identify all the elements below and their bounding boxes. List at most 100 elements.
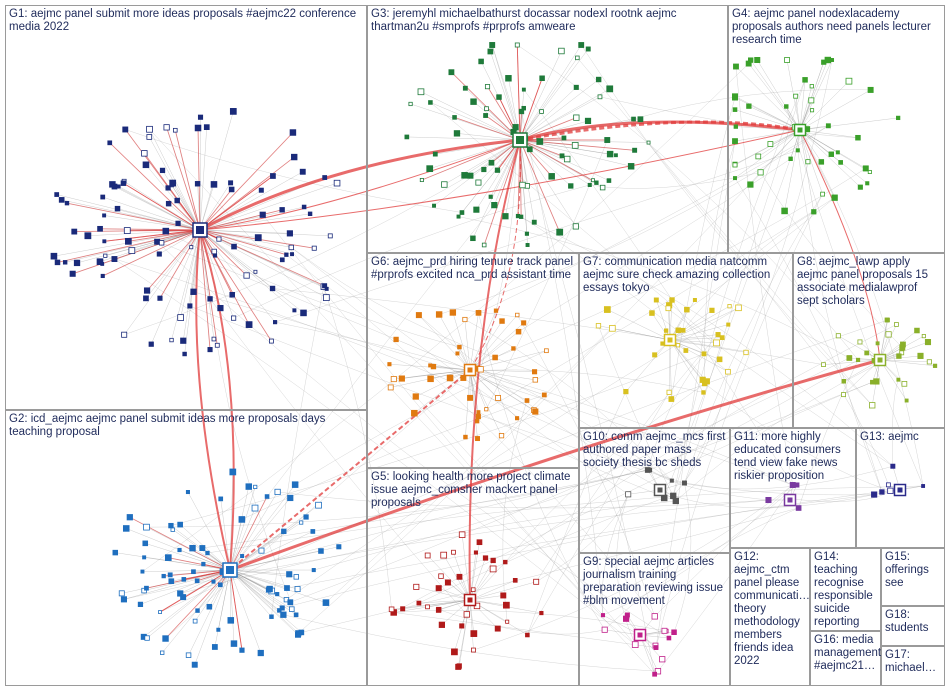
- edge-highlighted: [519, 139, 597, 184]
- vertex-node: [102, 213, 107, 218]
- vertex-node: [532, 369, 538, 375]
- edge: [649, 469, 769, 501]
- vertex-node: [239, 647, 245, 653]
- edge: [823, 359, 881, 365]
- edge: [461, 534, 471, 601]
- edge: [517, 215, 893, 467]
- edge: [669, 339, 672, 400]
- vertex-node: [855, 357, 861, 363]
- vertex-node: [415, 312, 422, 319]
- edge-highlighted: [159, 569, 231, 613]
- edge: [495, 168, 866, 358]
- edge: [143, 569, 231, 638]
- edge: [199, 117, 201, 231]
- vertex-node: [663, 328, 669, 333]
- vertex-node: [845, 77, 853, 85]
- edge: [469, 310, 497, 371]
- group-label-g5: G5: looking health more project climate …: [371, 471, 574, 509]
- vertex-node: [243, 272, 250, 279]
- group-box-g8: G8: aejmc_lawp apply aejmc panel proposa…: [793, 253, 945, 428]
- vertex-node: [515, 328, 522, 335]
- edge-highlighted: [57, 229, 201, 263]
- vertex-node: [141, 150, 148, 157]
- vertex-node: [169, 179, 177, 187]
- vertex-node: [259, 211, 266, 218]
- vertex-node: [448, 69, 455, 76]
- edge-highlighted: [199, 129, 801, 231]
- edge-highlighted: [199, 229, 235, 571]
- edge: [647, 337, 723, 471]
- vertex-node: [846, 355, 853, 361]
- hub-vertex-avatar: [797, 127, 803, 133]
- vertex-node: [896, 377, 901, 382]
- vertex-node: [458, 531, 466, 538]
- vertex-node: [896, 115, 901, 121]
- edge-highlighted: [229, 358, 881, 572]
- vertex-node: [404, 134, 410, 140]
- edge: [464, 139, 521, 176]
- edge: [669, 307, 739, 341]
- vertex-node: [459, 623, 465, 629]
- vertex-node: [229, 291, 235, 298]
- vertex-node: [781, 207, 788, 215]
- edge: [199, 229, 276, 323]
- vertex-node: [388, 606, 395, 613]
- edge: [229, 569, 299, 635]
- vertex-node: [571, 142, 579, 149]
- vertex-node: [526, 146, 533, 153]
- edge-highlighted: [102, 229, 201, 277]
- edge: [760, 172, 903, 348]
- vertex-node: [194, 181, 201, 187]
- vertex-node: [484, 106, 489, 112]
- vertex-node: [269, 614, 274, 619]
- edge-highlighted: [199, 229, 250, 325]
- vertex-node: [754, 56, 761, 64]
- vertex-node: [841, 392, 846, 398]
- vertex-node: [475, 310, 482, 316]
- vertex-node: [187, 303, 193, 309]
- edge: [229, 486, 256, 571]
- edge-highlighted: [451, 71, 521, 141]
- group-box-g12: G12: aejmc_ctm panel please communicati……: [730, 548, 810, 686]
- edge: [789, 490, 891, 502]
- vertex-node: [875, 341, 880, 346]
- vertex-node: [275, 592, 280, 597]
- vertex-node: [177, 590, 184, 597]
- edge-highlighted: [229, 569, 243, 651]
- vertex-node: [795, 148, 800, 153]
- edge-highlighted: [159, 229, 201, 299]
- vertex-node: [563, 155, 571, 163]
- edge-highlighted: [199, 139, 521, 231]
- edge: [669, 339, 705, 384]
- vertex-node: [444, 579, 451, 586]
- edge: [229, 569, 280, 611]
- vertex-node: [162, 227, 170, 235]
- vertex-node: [217, 304, 224, 312]
- vertex-node: [914, 327, 920, 334]
- vertex-node: [487, 48, 494, 55]
- vertex-node: [478, 58, 484, 65]
- edge: [655, 141, 736, 648]
- vertex-node: [644, 467, 651, 473]
- group-label-g7: G7: communication media natcomm aejmc su…: [583, 256, 774, 294]
- edge: [519, 96, 601, 141]
- vertex-node: [456, 573, 463, 580]
- edge: [301, 507, 799, 633]
- vertex-node: [120, 596, 127, 603]
- edge: [199, 127, 207, 231]
- vertex-node: [455, 351, 460, 356]
- vertex-node: [207, 296, 213, 302]
- group-label-g9: G9: special aejmc articles journalism tr…: [583, 556, 727, 607]
- edge: [598, 325, 676, 502]
- edge: [145, 229, 201, 299]
- vertex-node: [210, 181, 218, 188]
- edge: [202, 469, 650, 549]
- edge: [233, 184, 590, 319]
- vertex-node: [725, 368, 731, 375]
- vertex-node: [556, 228, 564, 236]
- edge: [199, 229, 304, 314]
- vertex-node: [499, 318, 505, 324]
- vertex-node: [505, 619, 510, 624]
- vertex-node: [476, 410, 481, 415]
- edge: [159, 319, 888, 613]
